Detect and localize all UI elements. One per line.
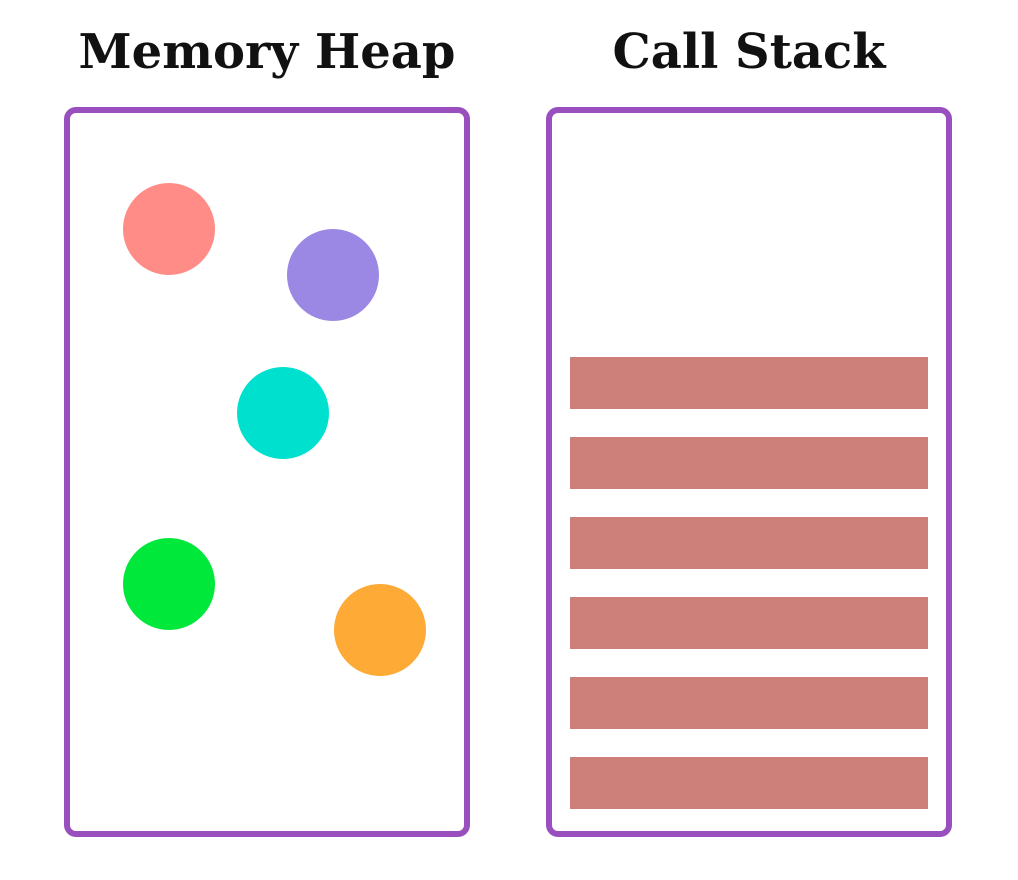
- stack-frame: [570, 757, 928, 809]
- call-stack-title: Call Stack: [612, 24, 886, 80]
- stack-frame: [570, 437, 928, 489]
- call-stack-panel: [546, 107, 952, 837]
- stack-frame: [570, 517, 928, 569]
- memory-heap-title: Memory Heap: [78, 24, 456, 80]
- heap-object-teal: [237, 367, 329, 459]
- stack-frame: [570, 677, 928, 729]
- memory-heap-panel: [64, 107, 470, 837]
- heap-object-purple: [287, 229, 379, 321]
- stack-frame: [570, 357, 928, 409]
- stack-frame: [570, 597, 928, 649]
- heap-object-orange: [334, 584, 426, 676]
- heap-object-red: [123, 183, 215, 275]
- heap-object-green: [123, 538, 215, 630]
